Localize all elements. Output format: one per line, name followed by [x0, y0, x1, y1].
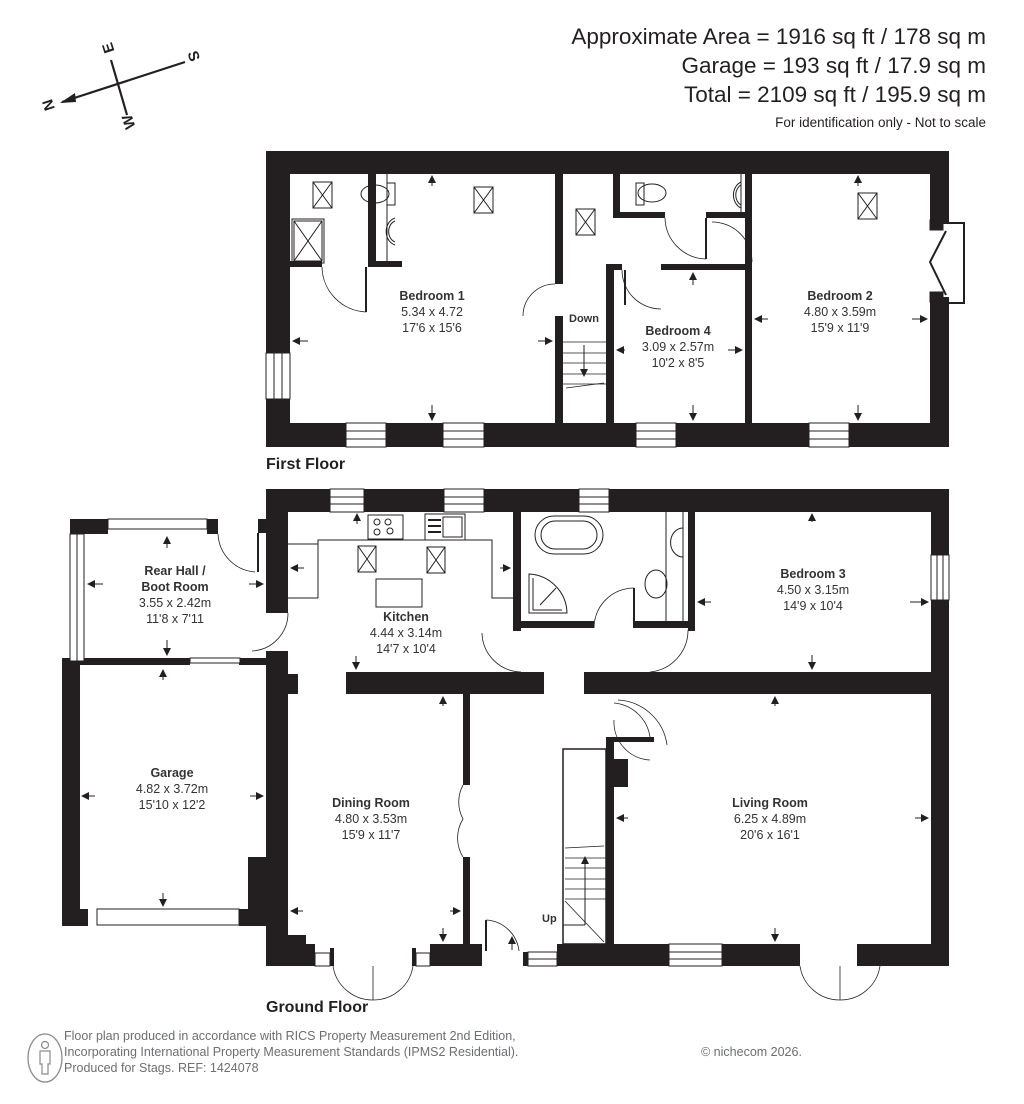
first-floor-fixtures: [291, 174, 878, 389]
first-floor-label: First Floor: [266, 456, 346, 473]
first-floor-arrows: [292, 175, 928, 421]
garage-area: Garage = 193 sq ft / 17.9 sq m: [681, 53, 986, 78]
footer-notes: Floor plan produced in accordance with R…: [64, 1028, 802, 1076]
stairs-down-label: Down: [569, 313, 599, 325]
footer-line-2: Incorporating International Property Mea…: [64, 1045, 519, 1059]
copyright-notice: © nichecom 2026.: [701, 1045, 802, 1059]
room-living-room: Living Room 6.25 x 4.89m 20'6 x 16'1: [732, 796, 808, 842]
room-dining-room: Dining Room 4.80 x 3.53m 15'9 x 11'7: [332, 796, 410, 842]
ground-floor-fixtures: [217, 512, 881, 1001]
approximate-area: Approximate Area = 1916 sq ft / 178 sq m: [571, 24, 986, 49]
footer-line-1: Floor plan produced in accordance with R…: [64, 1029, 516, 1043]
compass-north: N: [39, 97, 59, 113]
compass-east: E: [99, 40, 118, 55]
disclaimer: For identification only - Not to scale: [775, 115, 986, 130]
compass-west: W: [119, 112, 140, 132]
compass-south: S: [184, 49, 203, 64]
area-summary: Approximate Area = 1916 sq ft / 178 sq m…: [571, 22, 986, 130]
footer-line-3: Produced for Stags. REF: 1424078: [64, 1061, 259, 1075]
ground-floor-arrows: [81, 513, 929, 950]
person-icon: [27, 1033, 63, 1083]
room-bedroom-1: Bedroom 1 5.34 x 4.72 17'6 x 15'6: [399, 289, 465, 335]
ground-floor-label: Ground Floor: [266, 999, 369, 1016]
room-rear-hall-boot-room: Rear Hall / Boot Room 3.55 x 2.42m 11'8 …: [138, 564, 212, 626]
room-bedroom-2: Bedroom 2 4.80 x 3.59m 15'9 x 11'9: [803, 289, 877, 335]
compass-rose-icon: N S E W: [39, 40, 203, 132]
total-area: Total = 2109 sq ft / 195.9 sq m: [683, 82, 986, 107]
room-bedroom-4: Bedroom 4 3.09 x 2.57m 10'2 x 8'5: [641, 324, 715, 370]
bedroom2-bay-window: [928, 219, 965, 304]
ground-floor-walls: [62, 489, 949, 966]
ground-floor-windows: [69, 488, 950, 967]
stairs-up-label: Up: [542, 913, 557, 925]
room-bedroom-3: Bedroom 3 4.50 x 3.15m 14'9 x 10'4: [776, 567, 850, 613]
room-kitchen: Kitchen 4.44 x 3.14m 14'7 x 10'4: [369, 610, 443, 656]
room-garage: Garage 4.82 x 3.72m 15'10 x 12'2: [135, 766, 209, 812]
first-floor-windows: [265, 352, 850, 448]
